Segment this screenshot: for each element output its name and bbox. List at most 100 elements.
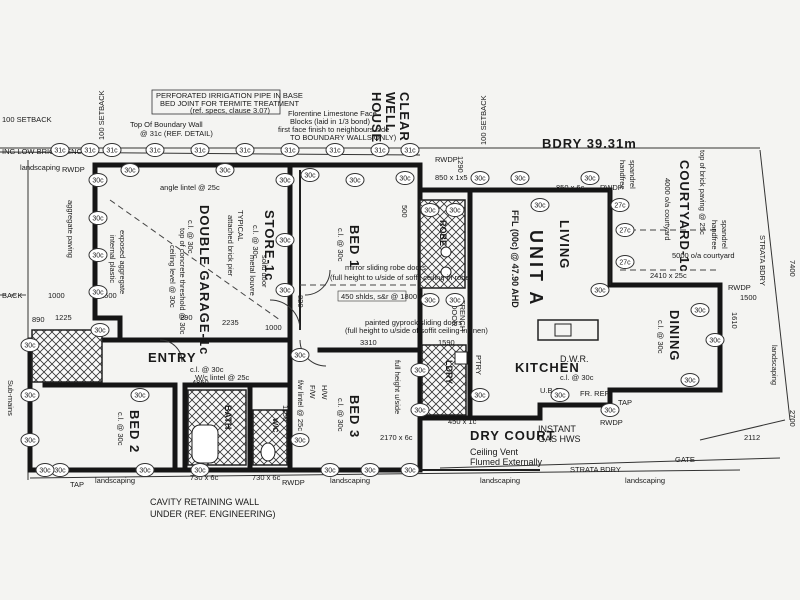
retaining-wall-1: CAVITY RETAINING WALL [150,497,259,507]
level-bubble [400,143,420,157]
level-bubble [280,143,300,157]
level-bubble [610,198,630,212]
irrigation-note-2: BED JOINT FOR TERMITE TREATMENT [160,99,299,108]
level-bubble [320,463,340,477]
door-swing-2 [304,269,331,296]
dim-1500b: 1500 [100,291,117,300]
level-bubble [275,173,295,187]
level-bubble-label: 30c [594,288,606,295]
dim-2410: 2410 x 25c [650,271,687,280]
tap-label-2: TAP [618,398,632,407]
level-bubble-label: 30c [534,203,546,210]
house-well-note-2: WELL [383,92,398,133]
mirror-robe-note: mirror sliding robe doors [345,263,426,272]
boundary-right-line [759,149,791,421]
level-bubble-label: 31c [284,148,296,155]
level-bubble-label: 30c [709,338,721,345]
ceiling-vent-1: Ceiling Vent [470,447,519,457]
room-courtyard: COURTYARD-1c [677,160,692,273]
dim-2700: 2700 [788,410,797,427]
house-well-note-3: CLEAR [397,92,412,142]
door-swing-3 [159,339,183,363]
room-hw: H/W [320,385,329,401]
level-bubble-label: 30c [92,253,104,260]
ceiling-vent-2: Flumed Externally [470,457,543,467]
level-bubble [360,463,380,477]
level-bubble-label: 30c [414,368,426,375]
level-bubble-label: 30c [514,176,526,183]
level-bubble-label: 30c [694,308,706,315]
dim-1000: 1000 [48,291,65,300]
boundary-wall-note-1: Top Of Boundary Wall [130,120,203,129]
level-bubble-label: 30c [279,288,291,295]
level-bubble [102,143,122,157]
level-bubble-label: 27c [619,228,631,235]
bed2-inner [42,382,178,473]
level-bubble-label: 30c [294,438,306,445]
level-bubble [410,403,430,417]
irrigation-note-1: PERFORATED IRRIGATION PIPE IN BASE [156,91,303,100]
room-fw: F/W [308,385,317,400]
fr-ref-label: FR. REF [580,389,610,398]
level-bubble [275,233,295,247]
wc-lintel-note: W/c lintel @ 25c [195,373,250,382]
sub-mains-note: Sub-mains [6,380,15,416]
level-bubble [88,211,108,225]
landscaping-3: landscaping [330,476,370,485]
shelves-box [337,290,407,302]
boundary-bottom-line [29,469,741,479]
level-bubble [615,223,635,237]
level-bubble-label: 30c [134,393,146,400]
ubo-label: U.B.O. [540,386,563,395]
dim-890: 890 [32,315,45,324]
level-bubble-label: 30c [449,298,461,305]
landscaping-1: landscaping [20,163,60,172]
brick-paving-note: top of brick paving @ 25c [698,150,707,235]
level-bubble [90,323,110,337]
kitchen-island [537,319,599,341]
rwdp-label-4: RWDP [728,283,751,292]
boundary-top-line-2 [0,151,421,156]
room-kitchen: KITCHEN [515,360,580,375]
dim-3310: 3310 [360,338,377,347]
instant-gas-1: INSTANT [538,424,576,434]
level-bubble [290,433,310,447]
rwdp-label-3: RWDP [600,183,623,192]
landscaping-6: landscaping [770,345,779,385]
dim-1590: 1590 [438,338,455,347]
level-bubble [120,163,140,177]
level-bubble-label: 30c [139,468,151,475]
ceiling-lintel-note: ceiling level @ 30c [168,245,177,308]
rwdp-label-5: RWDP [600,418,623,427]
florentine-note-2: Blocks (laid in 1/3 bond) [290,117,371,126]
level-bubble-label: 30c [364,468,376,475]
level-bubble-label: 30c [404,468,416,475]
level-bubble-label: 30c [324,468,336,475]
gyprock-note-2: (full height to u/side of soffit ceiling… [345,326,488,335]
level-bubble-label: 30c [424,298,436,305]
rwdp-label-6: RWDP [282,478,305,487]
level-bubble [420,203,440,217]
typical-note: TYPICAL [236,210,245,241]
handfree-note-top-1: handfree [618,160,627,190]
level-bubble-label: 27c [614,203,626,210]
garage-ceiling-level: c.l. @ 30c [186,220,195,254]
level-bubble [510,171,530,185]
kitchen-sink [554,323,572,337]
level-bubble [130,388,150,402]
dim-500: 500 [400,205,409,218]
level-bubble-label: 31c [194,148,206,155]
low-brick-fence-label: ING LOW BRICK FENCE [2,147,87,156]
setback-left-label: 100 SETBACK [2,115,52,124]
level-bubble [80,143,100,157]
level-bubble [590,283,610,297]
boundary-label: BDRY 39.31m [542,136,637,151]
painted-gyprock-note: painted gyprock sliding doors [365,318,462,327]
setback-vertical-left: 100 SETBACK [97,90,106,140]
handfree-note-2: spandrel [720,220,729,249]
garage-diag-1 [109,199,281,321]
bathtub [191,424,219,464]
level-bubble-label: 30c [474,176,486,183]
dim-1150: 1150 [281,405,290,421]
